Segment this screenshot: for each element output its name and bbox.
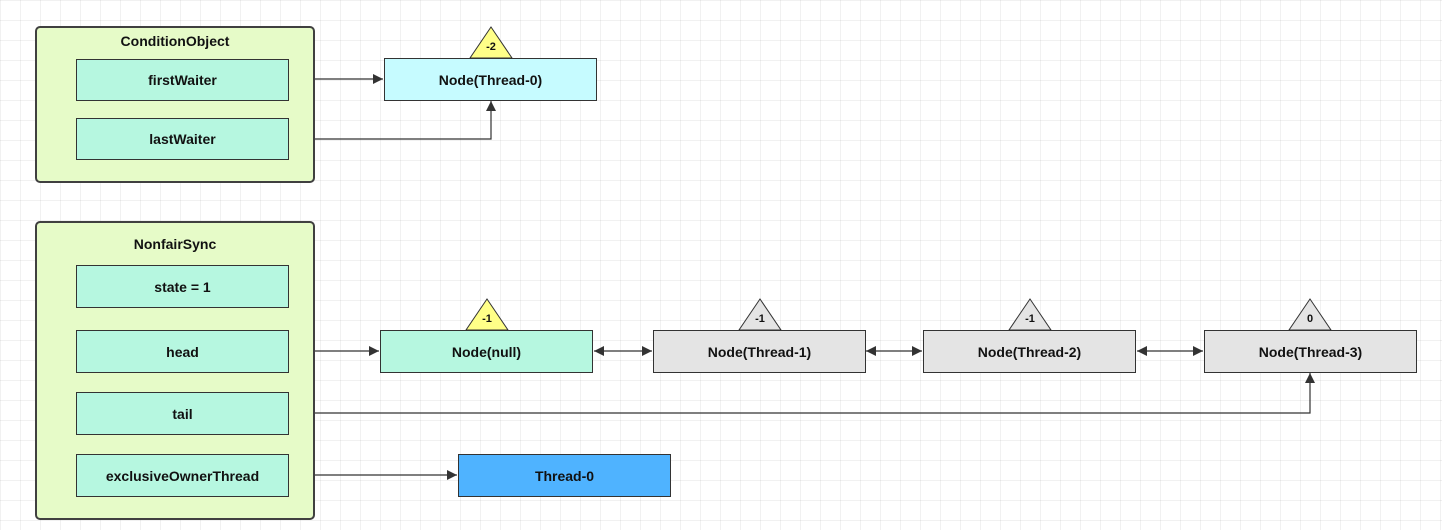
wait-status-badge-condition: -2 xyxy=(469,26,513,58)
tail-arrow xyxy=(290,373,1315,418)
wait-status-value: -1 xyxy=(755,313,765,325)
node-thread-1[interactable]: Node(Thread-1) xyxy=(653,330,866,373)
wait-status-badge-thread-1: -1 xyxy=(738,298,782,330)
triangle-icon xyxy=(1288,298,1332,330)
node-null[interactable]: Node(null) xyxy=(380,330,593,373)
wait-status-badge-null: -1 xyxy=(465,298,509,330)
condition-object-title: ConditionObject xyxy=(120,33,230,49)
node-thread-2[interactable]: Node(Thread-2) xyxy=(923,330,1136,373)
tail-field[interactable]: tail xyxy=(76,392,289,435)
nonfair-sync-title: NonfairSync xyxy=(133,236,217,252)
wait-status-value: -2 xyxy=(486,41,496,53)
last-waiter-field[interactable]: lastWaiter xyxy=(76,118,289,160)
last-waiter-arrow xyxy=(290,101,496,140)
state-field[interactable]: state = 1 xyxy=(76,265,289,308)
wait-status-value: 0 xyxy=(1306,313,1314,325)
triangle-icon xyxy=(465,298,509,330)
exclusive-owner-thread-field[interactable]: exclusiveOwnerThread xyxy=(76,454,289,497)
wait-status-badge-thread-3: 0 xyxy=(1288,298,1332,330)
triangle-icon xyxy=(1008,298,1052,330)
node-thread-3[interactable]: Node(Thread-3) xyxy=(1204,330,1417,373)
head-field[interactable]: head xyxy=(76,330,289,373)
wait-status-value: -1 xyxy=(1025,313,1035,325)
triangle-icon xyxy=(738,298,782,330)
triangle-icon xyxy=(469,26,513,58)
wait-status-badge-thread-2: -1 xyxy=(1008,298,1052,330)
wait-status-value: -1 xyxy=(482,313,492,325)
node-thread-0-condition[interactable]: Node(Thread-0) xyxy=(384,58,597,101)
owner-thread-box[interactable]: Thread-0 xyxy=(458,454,671,497)
first-waiter-field[interactable]: firstWaiter xyxy=(76,59,289,101)
